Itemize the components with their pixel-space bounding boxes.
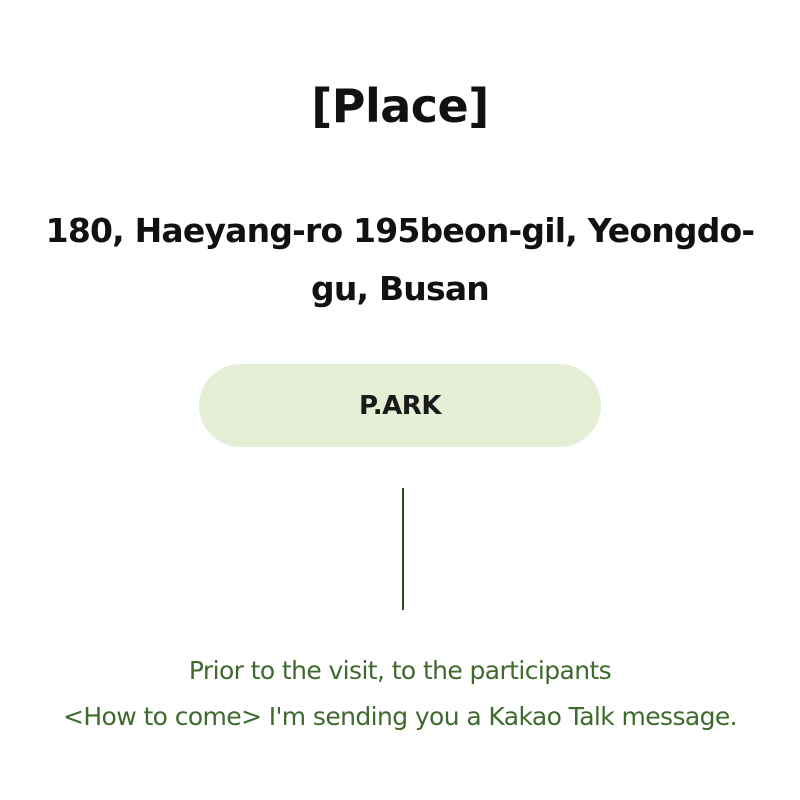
- venue-address: 180, Haeyang-ro 195beon-gil, Yeongdo-gu,…: [45, 211, 755, 308]
- place-title: [Place]: [311, 79, 489, 133]
- venue-name-button[interactable]: P.ARK: [199, 364, 601, 447]
- vertical-divider: [402, 488, 404, 610]
- notice-line-2: <How to come> I'm sending you a Kakao Ta…: [63, 702, 738, 731]
- visit-notice: Prior to the visit, to the participants …: [20, 648, 780, 740]
- notice-line-1: Prior to the visit, to the participants: [188, 656, 612, 685]
